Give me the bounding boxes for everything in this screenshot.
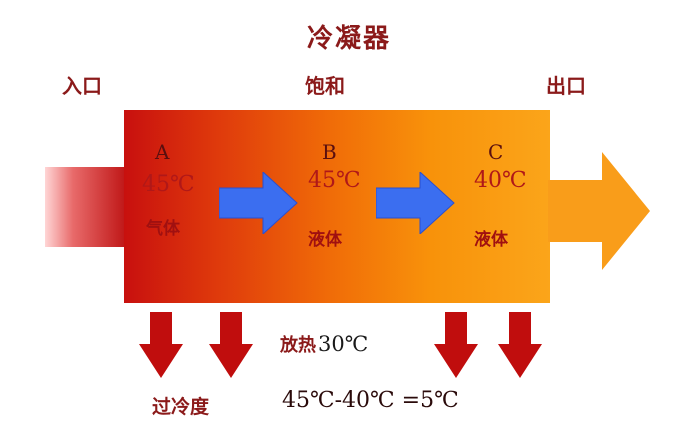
subcooling-label: 过冷度: [152, 396, 210, 418]
point-b-letter: B: [322, 140, 337, 164]
inlet-label: 入口: [62, 74, 102, 98]
point-a-letter: A: [155, 140, 170, 164]
diagram-title: 冷凝器: [306, 24, 391, 54]
outlet-arrow-icon: [548, 152, 650, 270]
heat-release-value: 30℃: [318, 332, 369, 356]
inlet-pipe: [45, 167, 125, 247]
heat-release-prefix: 放热: [280, 335, 316, 356]
point-c-state: 液体: [474, 230, 508, 250]
heat-down-arrow-icon: [209, 312, 253, 378]
point-b-temp: 45℃: [308, 168, 361, 193]
flow-arrow-icon: [219, 172, 298, 234]
heat-down-arrow-icon: [434, 312, 478, 378]
saturation-label: 饱和: [305, 74, 345, 98]
outlet-label: 出口: [546, 74, 586, 98]
condenser-body: [124, 110, 550, 303]
heat-release-text: 放热30℃: [280, 331, 368, 357]
subcooling-formula: 45℃-40℃ =5℃: [282, 388, 459, 413]
heat-down-arrow-icon: [139, 312, 183, 378]
heat-down-arrow-icon: [498, 312, 542, 378]
point-a-state: 气体: [146, 219, 180, 239]
point-a-temp: 45℃: [142, 172, 195, 197]
point-c-temp: 40℃: [474, 168, 527, 193]
flow-arrow-icon: [376, 172, 455, 234]
point-c-letter: C: [488, 140, 504, 164]
point-b-state: 液体: [308, 230, 342, 250]
